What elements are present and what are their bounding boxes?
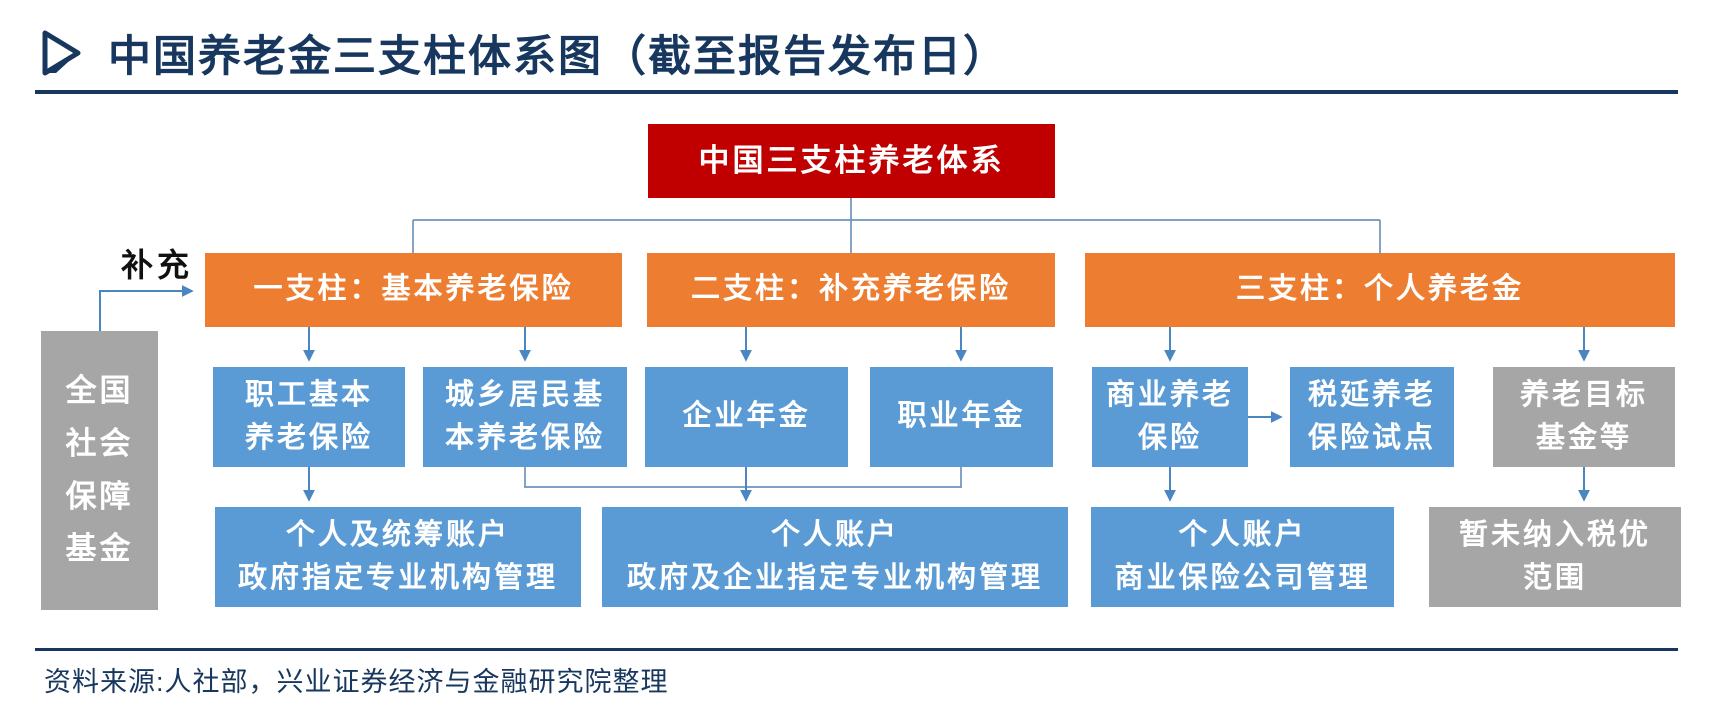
target-funds-line1: 养老目标 [1519,378,1648,411]
occupational-annuity-label: 职业年金 [897,400,1026,433]
node-enterprise-annuity: 企业年金 [645,367,848,467]
nssf-line1: 全国 [65,373,134,409]
connector-root-tree [412,198,1381,253]
pillar2-account-line1: 个人账户 [770,518,899,551]
pillar3-account-line1: 个人账户 [1178,518,1307,551]
page-header: 中国养老金三支柱体系图（截至报告发布日） [40,22,1680,84]
connector-nssf-supplement [99,285,194,331]
node-nssf: 全国 社会 保障 基金 [41,331,158,610]
pillar3-label: 三支柱：个人养老金 [1235,273,1524,306]
node-employee-basic: 职工基本 养老保险 [213,367,405,467]
pillar1-account-line2: 政府指定专业机构管理 [237,562,558,594]
node-not-in-tax-scope: 暂未纳入税优 范围 [1429,507,1681,607]
tax-deferred-line1: 税延养老 [1307,378,1436,411]
employee-basic-line1: 职工基本 [244,378,373,411]
page-title: 中国养老金三支柱体系图（截至报告发布日） [108,33,1008,81]
pillar1-account-line1: 个人及统筹账户 [285,518,510,551]
node-pillar1-account: 个人及统筹账户 政府指定专业机构管理 [215,507,581,607]
nssf-line2: 社会 [65,425,134,461]
commercial-pension-line2: 保险 [1137,422,1202,454]
employee-basic-line2: 养老保险 [244,422,373,454]
node-tax-deferred-pilot: 税延养老 保险试点 [1290,367,1454,467]
node-pillar2-account: 个人账户 政府及企业指定专业机构管理 [602,507,1068,607]
nssf-line3: 保障 [65,478,134,514]
footer-divider [35,648,1678,651]
not-in-tax-scope-line1: 暂未纳入税优 [1458,518,1651,551]
node-target-funds: 养老目标 基金等 [1493,367,1675,467]
node-root-system: 中国三支柱养老体系 [648,124,1055,198]
node-pillar1: 一支柱：基本养老保险 [205,253,622,327]
target-funds-line2: 基金等 [1535,422,1632,454]
source-note: 资料来源:人社部，兴业证券经济与金融研究院整理 [44,667,669,697]
supplement-label: 补充 [120,247,193,283]
not-in-tax-scope-line2: 范围 [1522,562,1587,594]
pillar3-account-line2: 商业保险公司管理 [1114,562,1371,594]
node-pillar3: 三支柱：个人养老金 [1085,253,1675,327]
node-occupational-annuity: 职业年金 [870,367,1053,467]
connector-collector-pillar2 [524,467,962,488]
commercial-pension-line1: 商业养老 [1105,378,1234,411]
node-pillar3-account: 个人账户 商业保险公司管理 [1091,507,1394,607]
tax-deferred-line2: 保险试点 [1307,422,1436,454]
urban-rural-line1: 城乡居民基 [444,378,605,411]
pillar2-label: 二支柱：补充养老保险 [690,273,1011,306]
pillar1-label: 一支柱：基本养老保险 [253,273,574,306]
node-commercial-pension: 商业养老 保险 [1092,367,1248,467]
node-pillar2: 二支柱：补充养老保险 [647,253,1055,327]
enterprise-annuity-label: 企业年金 [682,400,811,433]
nssf-line4: 基金 [65,531,134,567]
title-divider [35,90,1678,94]
urban-rural-line2: 本养老保险 [444,422,605,454]
node-urban-rural-basic: 城乡居民基 本养老保险 [423,367,627,467]
arrow-bullet-icon [42,30,81,76]
node-root-label: 中国三支柱养老体系 [698,142,1005,178]
pillar2-account-line2: 政府及企业指定专业机构管理 [626,562,1043,594]
